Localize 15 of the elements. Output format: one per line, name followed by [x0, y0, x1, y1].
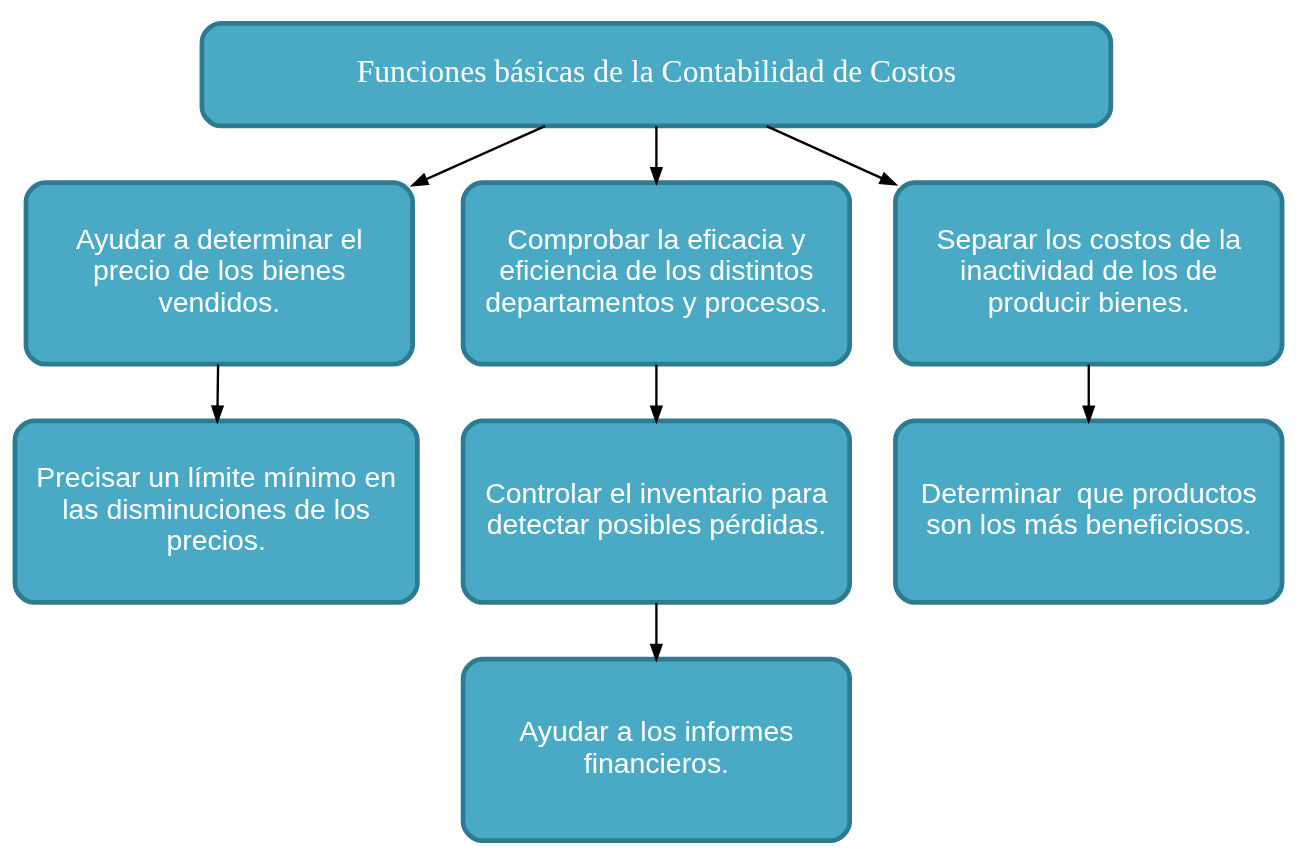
- node-box: Controlar el inventario para detectar posibles pérdidas.: [460, 418, 853, 605]
- arrow: [409, 124, 546, 187]
- node-box: Determinar que productos son los más beneficiosos.: [893, 418, 1285, 605]
- node-box: Separar los costos de la inactividad de los de producir bienes.: [893, 179, 1285, 366]
- arrow: [1082, 364, 1096, 424]
- node-box: Ayudar a determinar el precio de los bienes vendidos.: [23, 179, 415, 366]
- node-box: Comprobar la eficacia y eficiencia de los distintos departamentos y procesos.: [460, 179, 853, 366]
- arrow: [766, 124, 899, 186]
- arrow: [210, 364, 225, 424]
- arrow: [649, 364, 664, 424]
- node-box: Funciones básicas de la Contabilidad de Costos: [199, 20, 1114, 128]
- arrow: [649, 602, 664, 663]
- node-box: Precisar un límite mínimo en las disminuciones de los precios.: [12, 418, 420, 605]
- node-box: Ayudar a los informes financieros.: [460, 656, 853, 843]
- arrow: [649, 125, 664, 186]
